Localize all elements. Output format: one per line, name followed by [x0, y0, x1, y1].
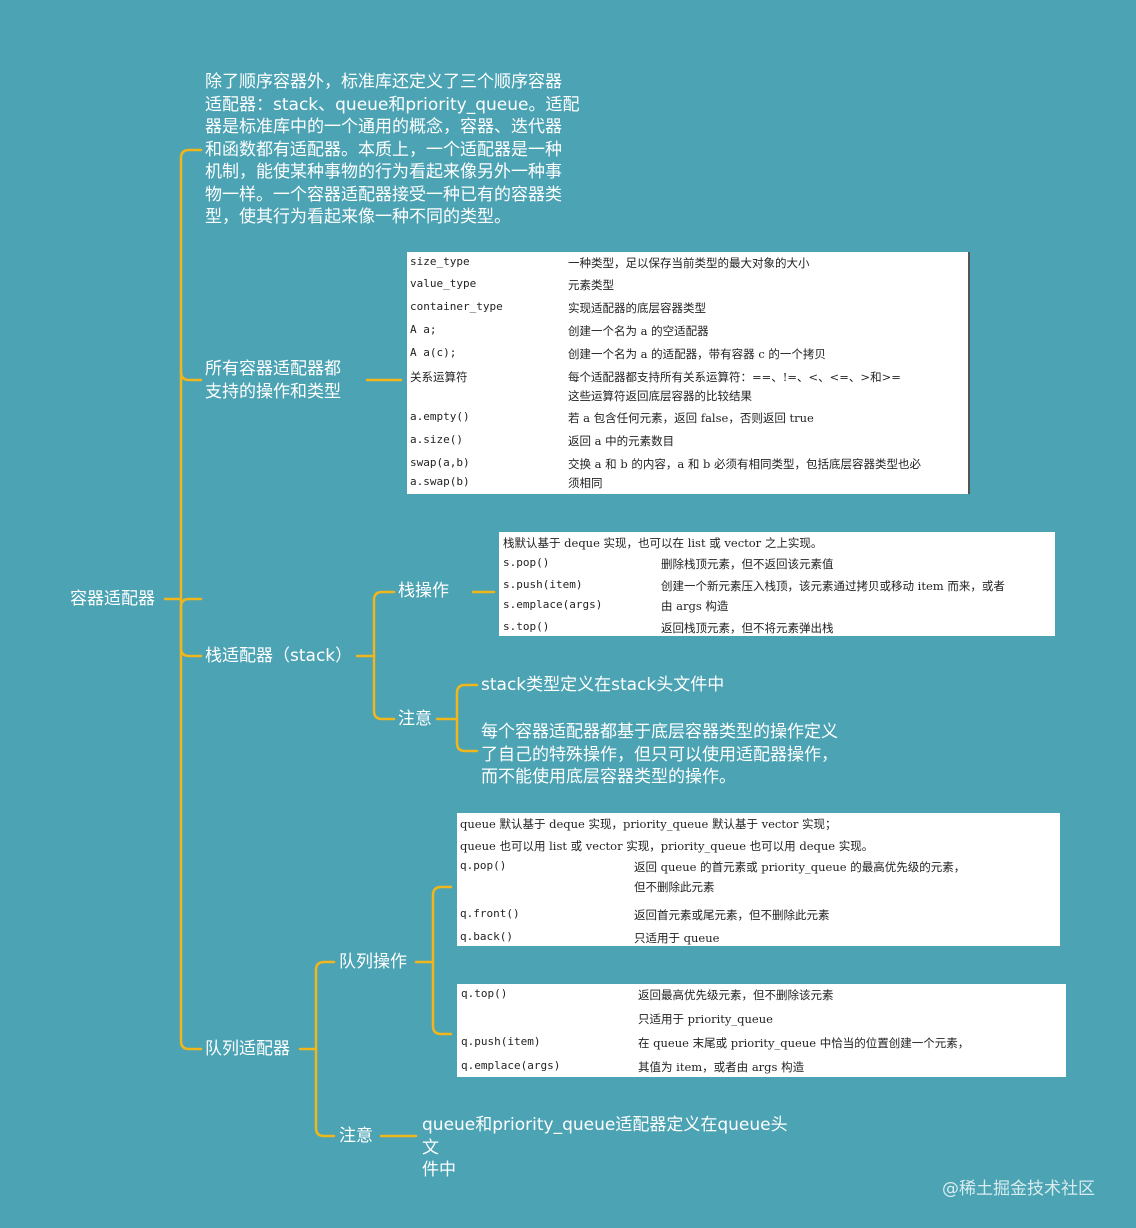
stack-note-bracket	[455, 683, 479, 753]
queue-ops-table-1: queue 默认基于 deque 实现，priority_queue 默认基于 …	[457, 813, 1060, 946]
queue-note-text: queue和priority_queue适配器定义在queue头文 件中	[422, 1115, 788, 1180]
common-ops-node[interactable]: 所有容器适配器都 支持的操作和类型	[205, 359, 341, 402]
stack-note-node[interactable]: 注意	[398, 709, 432, 729]
stack-note-header: stack类型定义在stack头文件中	[481, 675, 725, 695]
queue-node[interactable]: 队列适配器	[205, 1039, 290, 1059]
stack-ops-node[interactable]: 栈操作	[398, 581, 449, 601]
stack-ops-table: 栈默认基于 deque 实现，也可以在 list 或 vector 之上实现。 …	[499, 532, 1055, 636]
queue-note-node[interactable]: 注意	[339, 1126, 373, 1146]
queue-bracket	[314, 960, 336, 1138]
queue-ops-node[interactable]: 队列操作	[339, 952, 407, 972]
queue-ops-bracket	[431, 885, 453, 1036]
root-bracket-lower	[179, 597, 203, 1051]
root-node[interactable]: 容器适配器	[70, 589, 155, 609]
watermark: @稀土掘金技术社区	[942, 1179, 1095, 1199]
intro-text: 除了顺序容器外，标准库还定义了三个顺序容器 适配器：stack、queue和pr…	[205, 72, 580, 227]
queue-ops-table-2: q.top()返回最高优先级元素，但不删除该元素 只适用于 priority_q…	[457, 984, 1066, 1077]
stack-node[interactable]: 栈适配器（stack）	[205, 646, 353, 666]
stack-note-adapters: 每个容器适配器都基于底层容器类型的操作定义 了自己的特殊操作，但只可以使用适配器…	[481, 722, 838, 787]
common-branch	[179, 370, 203, 382]
root-bracket	[179, 148, 203, 658]
stack-bracket	[372, 590, 396, 721]
